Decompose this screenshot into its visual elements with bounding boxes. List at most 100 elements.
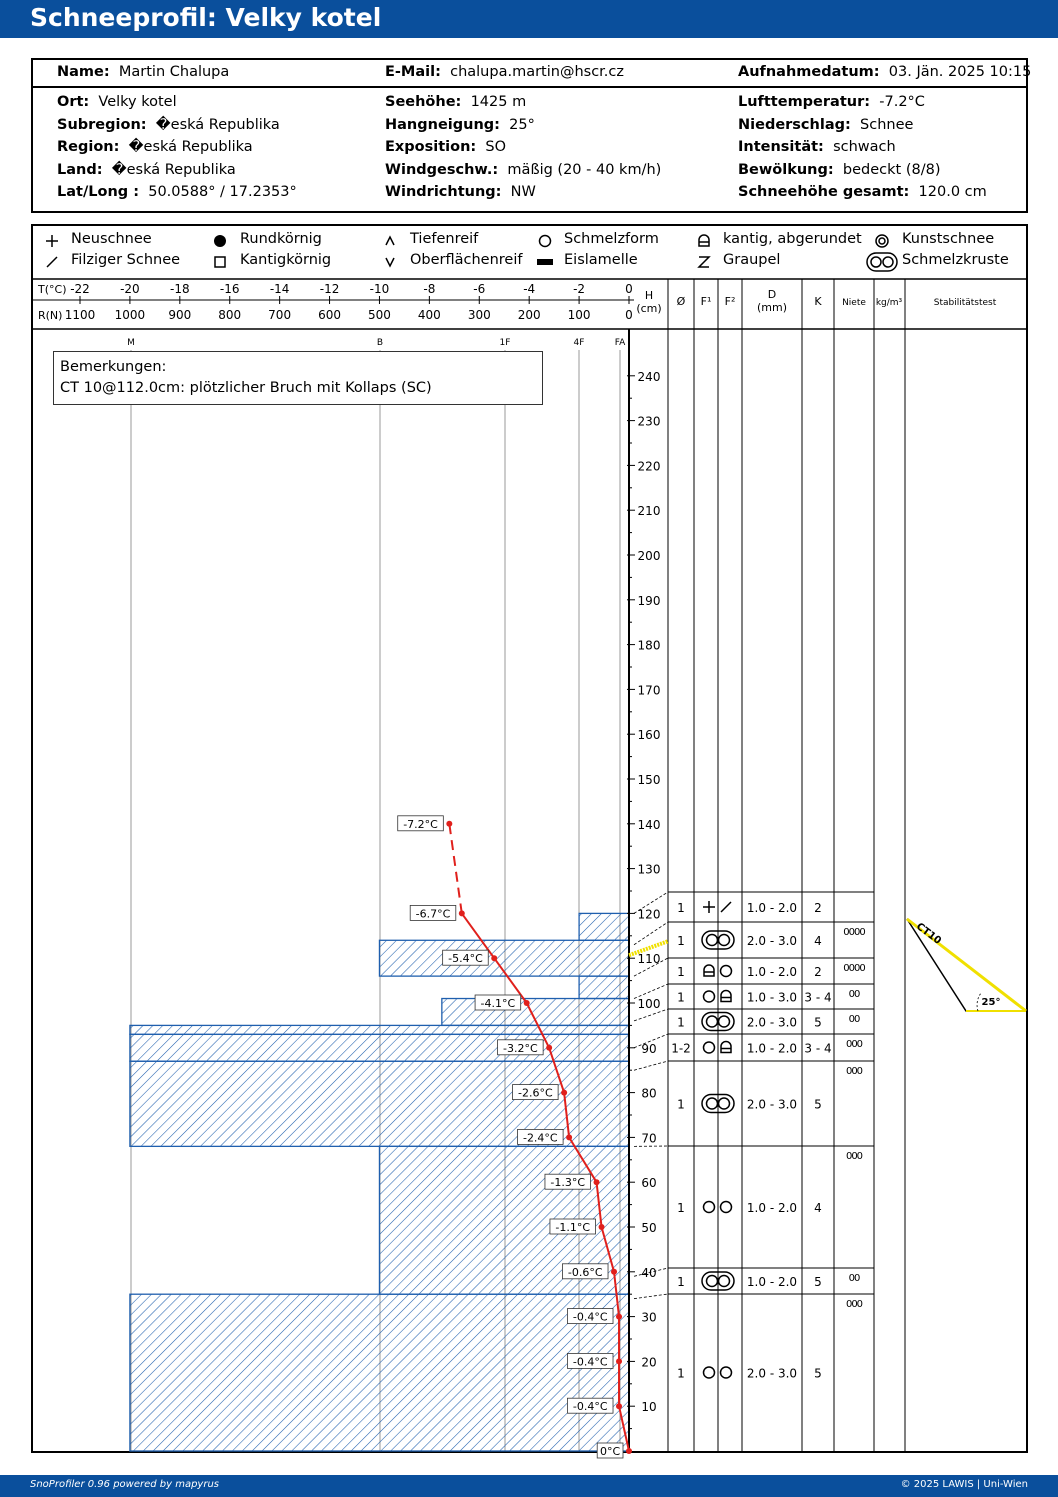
legend-label: Kantigkörnig — [240, 252, 332, 268]
melt-crust-icon — [866, 252, 898, 272]
rbox — [703, 964, 715, 977]
weather-label: Lufttemperatur: — [738, 94, 871, 110]
caret-up-icon — [385, 235, 395, 246]
temperature-label: -0.4°C — [573, 1311, 608, 1324]
height-tick-label: 150 — [638, 773, 661, 787]
location-row: Land: �eská Republika — [57, 162, 236, 178]
temperature-line — [568, 1136, 598, 1183]
temperature-label: -1.1°C — [555, 1221, 590, 1234]
hardness-bar — [378, 939, 630, 977]
temperature-label-box — [544, 1173, 591, 1190]
slope-arc — [976, 992, 982, 1012]
res-tick-label: 100 — [568, 308, 591, 322]
hardness-tick-label: B — [377, 338, 383, 348]
temperature-label-box — [517, 1129, 564, 1145]
circ — [702, 990, 716, 1003]
circ — [702, 1200, 716, 1214]
site-label: Seehöhe: — [385, 94, 462, 110]
height-tick-label: 80 — [641, 1087, 656, 1101]
site-value: SO — [480, 139, 507, 155]
layer-hardness: 3 - 4 — [804, 1042, 831, 1056]
layer-size: 1 — [677, 965, 685, 979]
crust — [701, 1011, 735, 1032]
temperature-label-box — [397, 815, 444, 832]
location-row: Subregion: �eská Republika — [57, 117, 280, 133]
melt-crust-icon — [701, 930, 735, 950]
temperature-point — [598, 1224, 605, 1230]
footer-right: © 2025 LAWIS | Uni-Wien — [900, 1479, 1028, 1490]
crust — [701, 1271, 735, 1291]
layer-diameter: 2.0 - 3.0 — [747, 1098, 797, 1112]
plus-icon — [46, 235, 58, 247]
location-value: �eská Republika — [151, 116, 280, 133]
temperature-point — [616, 1358, 623, 1365]
hardness-bar — [578, 912, 630, 941]
hardness-tick-label: 4F — [574, 338, 585, 348]
circ — [719, 964, 733, 978]
footer-left: SnoProfiler 0.96 powered by mapyrus — [30, 1479, 220, 1490]
temperature-label-box — [497, 1039, 544, 1056]
layer-connector — [633, 957, 669, 977]
height-tick-label: 90 — [641, 1042, 656, 1056]
circ — [719, 1366, 733, 1379]
c1 — [705, 1274, 719, 1288]
col-size-header: Ø — [677, 295, 686, 308]
circ — [719, 1200, 733, 1214]
temperature-label: -2.4°C — [523, 1131, 558, 1144]
c1 — [705, 933, 719, 947]
rbox — [720, 1040, 732, 1054]
layer-rivets: 00 — [849, 989, 860, 1000]
circle-icon — [702, 1366, 716, 1379]
layer-connector — [633, 891, 669, 914]
weather-value: -7.2°C — [874, 94, 925, 110]
layer-diameter: 1.0 - 3.0 — [747, 991, 797, 1005]
legend-label: Neuschnee — [71, 231, 152, 247]
layer-hardness: 5 — [814, 1016, 822, 1030]
height-tick-label: 140 — [638, 818, 661, 832]
location-row: Lat/Long : 50.0588° / 17.2353° — [57, 184, 297, 200]
temperature-line — [618, 1405, 630, 1452]
weather-label: Intensität: — [738, 139, 824, 155]
hardness-bar — [129, 1024, 630, 1036]
rbox-icon — [720, 989, 732, 1003]
weather-value: schwach — [828, 139, 896, 155]
temp-tick-label: -8 — [423, 282, 435, 296]
remarks-box: Bemerkungen: CT 10@112.0cm: plötzlicher … — [53, 351, 543, 405]
c1 — [705, 1015, 719, 1028]
hardness-tick-label: 1F — [500, 338, 511, 348]
location-row: Ort: Velky kotel — [57, 94, 177, 110]
res-tick-label: 200 — [518, 308, 541, 322]
temperature-label: -5.4°C — [448, 952, 483, 965]
layer-size: 1 — [677, 1016, 685, 1030]
height-tick-label: 10 — [641, 1400, 656, 1414]
temperature-line — [525, 1002, 551, 1049]
weather-label: Niederschlag: — [738, 116, 851, 133]
height-axis-label: H — [645, 289, 653, 302]
layer-hardness: 2 — [814, 965, 822, 979]
layer-connector — [633, 1060, 669, 1071]
height-tick-label: 160 — [638, 728, 661, 742]
inner — [878, 237, 886, 245]
temperature-point — [446, 820, 453, 827]
temperature-line — [563, 1092, 571, 1138]
hardness-bar — [578, 975, 630, 1000]
remarks-text: CT 10@112.0cm: plötzlicher Bruch mit Kol… — [60, 380, 432, 396]
layer-connector — [633, 1293, 669, 1300]
res-tick-label: 500 — [368, 308, 391, 322]
site-value: mäßig (20 - 40 km/h) — [502, 161, 662, 178]
temperature-label: -0.6°C — [568, 1266, 603, 1279]
site-label: Windgeschw.: — [385, 161, 499, 178]
site-row: Seehöhe: 1425 m — [385, 94, 526, 110]
height-tick-label: 190 — [638, 594, 661, 608]
layer-hardness: 3 - 4 — [804, 991, 831, 1005]
legend-label: Kunstschnee — [902, 231, 995, 247]
legend-label: Oberflächenreif — [410, 252, 523, 268]
temperature-point — [566, 1134, 573, 1141]
layer-size: 1 — [677, 901, 685, 915]
height-tick-label: 210 — [638, 504, 661, 518]
temp-tick-label: -2 — [573, 282, 585, 296]
legend-label: Tiefenreif — [410, 231, 479, 247]
res-tick-label: 1100 — [65, 308, 96, 322]
temperature-label: -1.3°C — [550, 1176, 585, 1189]
